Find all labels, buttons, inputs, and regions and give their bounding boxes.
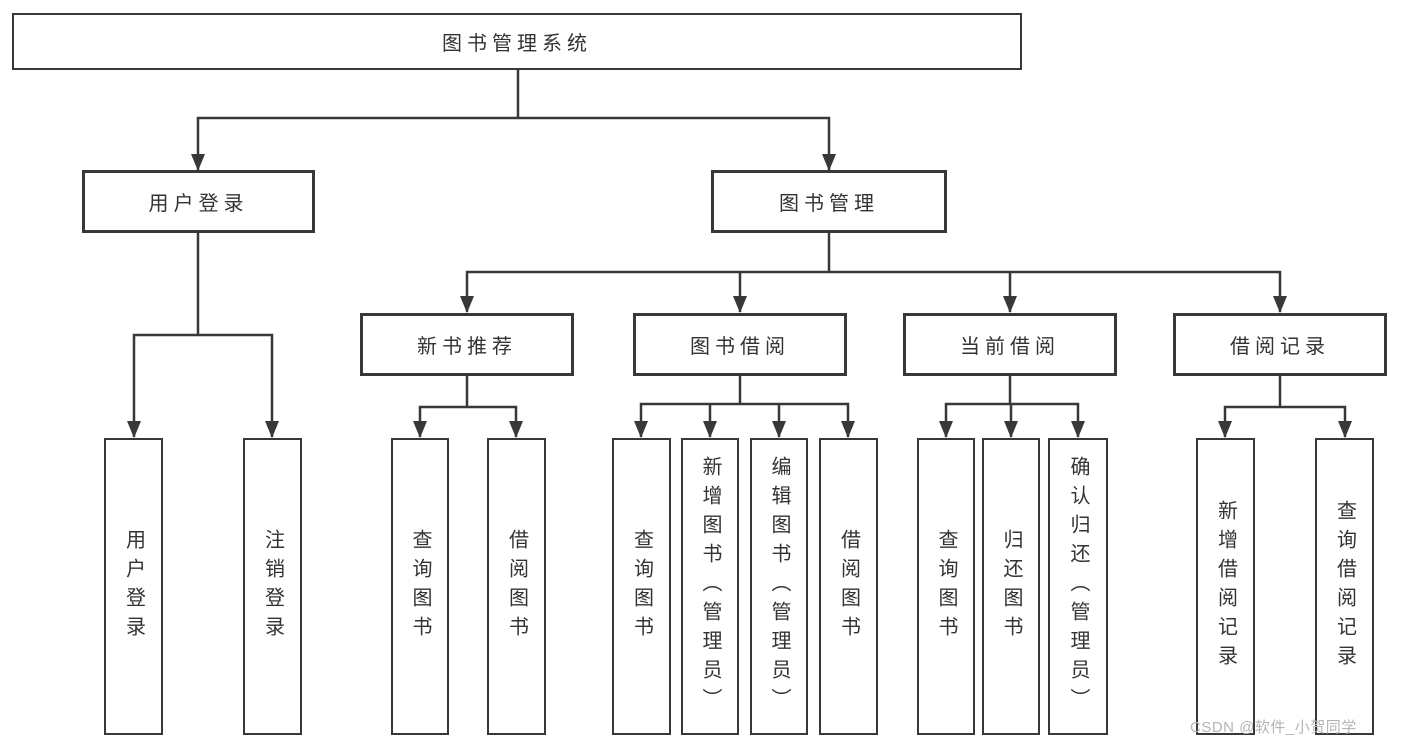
leaf-query-books-borrow: 查询图书 bbox=[612, 438, 671, 735]
leaf-borrow-books-label: 借阅图书 bbox=[837, 528, 860, 645]
leaf-borrow-books: 借阅图书 bbox=[819, 438, 878, 735]
leaf-user-login: 用户登录 bbox=[104, 438, 163, 735]
leaf-borrow-books-rec: 借阅图书 bbox=[487, 438, 546, 735]
leaf-add-borrow-record-label: 新增借阅记录 bbox=[1214, 499, 1237, 674]
leaf-confirm-return-admin: 确认归还（管理员） bbox=[1048, 438, 1108, 735]
node-current-borrow: 当前借阅 bbox=[903, 313, 1117, 376]
node-new-book-recommend: 新书推荐 bbox=[360, 313, 574, 376]
leaf-edit-book-admin: 编辑图书（管理员） bbox=[750, 438, 808, 735]
leaf-confirm-return-admin-label: 确认归还（管理员） bbox=[1067, 456, 1089, 717]
leaf-query-borrow-record-label: 查询借阅记录 bbox=[1333, 499, 1356, 674]
leaf-user-login-label: 用户登录 bbox=[122, 528, 145, 645]
leaf-logout-label: 注销登录 bbox=[261, 528, 284, 645]
leaf-query-books-current-label: 查询图书 bbox=[935, 528, 957, 645]
leaf-query-books-borrow-label: 查询图书 bbox=[630, 528, 653, 645]
leaf-borrow-books-rec-label: 借阅图书 bbox=[505, 528, 528, 645]
leaf-query-books-current: 查询图书 bbox=[917, 438, 975, 735]
leaf-return-book: 归还图书 bbox=[982, 438, 1040, 735]
leaf-query-books-rec-label: 查询图书 bbox=[409, 528, 431, 645]
node-root: 图书管理系统 bbox=[12, 13, 1022, 70]
node-book-management: 图书管理 bbox=[711, 170, 947, 233]
node-book-borrow: 图书借阅 bbox=[633, 313, 847, 376]
leaf-return-book-label: 归还图书 bbox=[1000, 528, 1022, 645]
leaf-add-borrow-record: 新增借阅记录 bbox=[1196, 438, 1255, 735]
leaf-logout: 注销登录 bbox=[243, 438, 302, 735]
leaf-add-book-admin: 新增图书（管理员） bbox=[681, 438, 739, 735]
node-borrow-records: 借阅记录 bbox=[1173, 313, 1387, 376]
leaf-query-borrow-record: 查询借阅记录 bbox=[1315, 438, 1374, 735]
watermark: CSDN @软件_小贺同学 bbox=[1190, 719, 1357, 736]
leaf-edit-book-admin-label: 编辑图书（管理员） bbox=[768, 456, 790, 717]
leaf-query-books-rec: 查询图书 bbox=[391, 438, 449, 735]
leaf-add-book-admin-label: 新增图书（管理员） bbox=[699, 456, 721, 717]
node-user-login: 用户登录 bbox=[82, 170, 315, 233]
